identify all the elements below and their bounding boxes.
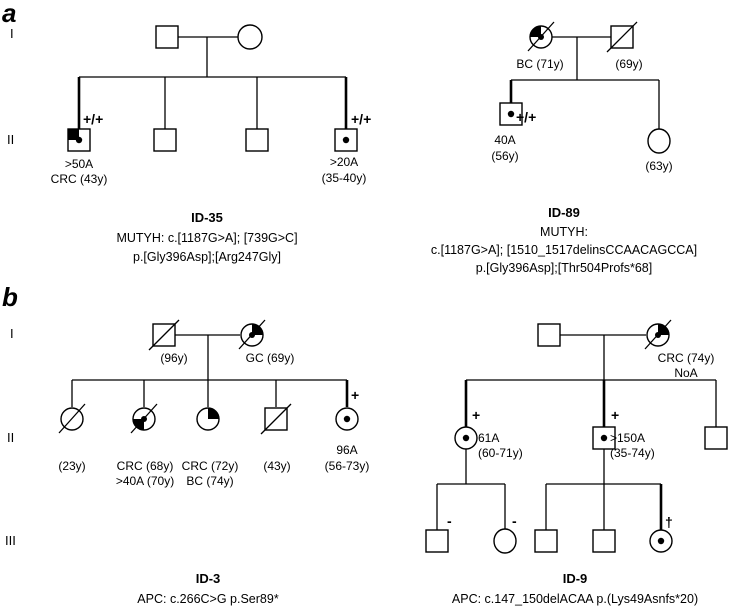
ii1-label: >50A xyxy=(65,157,93,171)
female-ii5-carrier xyxy=(335,407,359,431)
female-ii3-affected xyxy=(196,407,220,431)
male-i2-deceased xyxy=(606,21,638,53)
female-ii2 xyxy=(647,128,671,154)
ii1-label: CRC (43y) xyxy=(51,172,108,186)
ii1-label: (23y) xyxy=(58,459,85,473)
ii1-label: 61A xyxy=(478,431,499,445)
generation-label-ii: II xyxy=(7,430,14,445)
ii3-label: BC (74y) xyxy=(186,474,233,488)
genotype-marker: + xyxy=(611,407,619,423)
genotype-marker: - xyxy=(512,513,517,529)
pedigree-id-title: ID-9 xyxy=(563,571,588,586)
ii2-label: (63y) xyxy=(645,159,672,173)
female-i2 xyxy=(237,24,263,50)
carrier-dot xyxy=(462,434,470,442)
male-iii1 xyxy=(425,529,449,553)
male-ii3 xyxy=(704,426,728,450)
panel-label-b: b xyxy=(2,282,18,312)
pedigree-id-title: ID-3 xyxy=(196,571,221,586)
ii2-label: >150A xyxy=(610,431,645,445)
mutation-description: APC: c.147_150delACAA p.(Lys49Asnfs*20) xyxy=(452,592,698,606)
male-ii1-affected xyxy=(67,128,91,152)
pedigree-id89: +/+ BC (71y) (69y) 40A (56y) (63y) ID-89… xyxy=(431,21,697,275)
mutation-protein: p.[Gly396Asp];[Arg247Gly] xyxy=(133,250,281,264)
ii4-label: (43y) xyxy=(263,459,290,473)
ii2-label: (35-74y) xyxy=(610,446,655,460)
ii5-label: (56-73y) xyxy=(325,459,370,473)
male-ii2 xyxy=(153,128,177,152)
male-i1 xyxy=(537,323,561,347)
deceased-marker: † xyxy=(665,514,673,530)
pedigree-id-title: ID-89 xyxy=(548,205,580,220)
i2-label: GC (69y) xyxy=(246,351,295,365)
genotype-marker: + xyxy=(351,387,359,403)
carrier-dot xyxy=(342,136,350,144)
male-iii4 xyxy=(592,529,616,553)
pedigree-id35: +/+ +/+ >50A CRC (43y) >20A (35-40y) ID-… xyxy=(51,24,371,264)
carrier-dot xyxy=(343,415,351,423)
male-ii4-carrier xyxy=(334,128,358,152)
mutation-description: APC: c.266C>G p.Ser89* xyxy=(137,592,279,606)
female-ii2-affected-deceased xyxy=(130,403,158,434)
ii2-label: CRC (68y) xyxy=(117,459,174,473)
pedigree-id-title: ID-35 xyxy=(191,210,223,225)
mutation-cdna: MUTYH: c.[1187G>A]; [739G>C] xyxy=(116,231,297,245)
carrier-dot xyxy=(600,434,608,442)
carrier-dot xyxy=(507,110,515,118)
i2-label: NoA xyxy=(674,366,697,380)
generation-label-i: I xyxy=(10,326,14,341)
ii5-label: 96A xyxy=(336,443,357,457)
female-ii1-carrier xyxy=(454,426,478,450)
male-ii1-carrier xyxy=(499,102,523,126)
female-i2-affected-deceased xyxy=(238,319,266,350)
i2-label: (69y) xyxy=(615,57,642,71)
female-i1-affected-deceased xyxy=(527,21,555,52)
ii4-label: >20A xyxy=(330,155,358,169)
generation-label-iii: III xyxy=(5,533,16,548)
ii4-label: (35-40y) xyxy=(322,171,367,185)
genotype-marker: +/+ xyxy=(83,111,103,127)
pedigree-id3: + (96y) GC (69y) (23y) CRC (68y) >40A (7… xyxy=(58,319,370,606)
female-iii5-carrier xyxy=(649,529,673,553)
male-ii3 xyxy=(245,128,269,152)
pedigree-id9: + + - - † CRC (74y) NoA 61A (60-71y) >15… xyxy=(425,319,728,606)
panel-label-a: a xyxy=(2,0,16,28)
genotype-marker: +/+ xyxy=(351,111,371,127)
male-i1-deceased xyxy=(148,319,180,351)
male-i1 xyxy=(155,25,179,49)
female-iii2 xyxy=(493,528,517,554)
female-i2-affected-deceased xyxy=(644,319,672,350)
carrier-dot xyxy=(657,537,665,545)
genotype-marker: + xyxy=(472,407,480,423)
i1-label: (96y) xyxy=(160,351,187,365)
mutation-cdna: c.[1187G>A]; [1510_1517delinsCCAACAGCCA] xyxy=(431,243,697,257)
ii1-label: (56y) xyxy=(491,149,518,163)
mutation-gene: MUTYH: xyxy=(540,225,588,239)
genotype-marker: - xyxy=(447,513,452,529)
generation-label-i: I xyxy=(10,26,14,41)
i1-label: BC (71y) xyxy=(516,57,563,71)
genotype-marker: +/+ xyxy=(516,109,536,125)
generation-label-ii: II xyxy=(7,132,14,147)
i2-label: CRC (74y) xyxy=(658,351,715,365)
ii1-label: 40A xyxy=(494,133,515,147)
mutation-protein: p.[Gly396Asp];[Thr504Profs*68] xyxy=(476,261,652,275)
ii2-label: >40A (70y) xyxy=(116,474,174,488)
male-ii4-deceased xyxy=(260,403,292,435)
male-iii3 xyxy=(534,529,558,553)
female-ii1-deceased xyxy=(58,403,86,434)
ii1-label: (60-71y) xyxy=(478,446,523,460)
carrier-dot xyxy=(75,136,83,144)
ii3-label: CRC (72y) xyxy=(182,459,239,473)
